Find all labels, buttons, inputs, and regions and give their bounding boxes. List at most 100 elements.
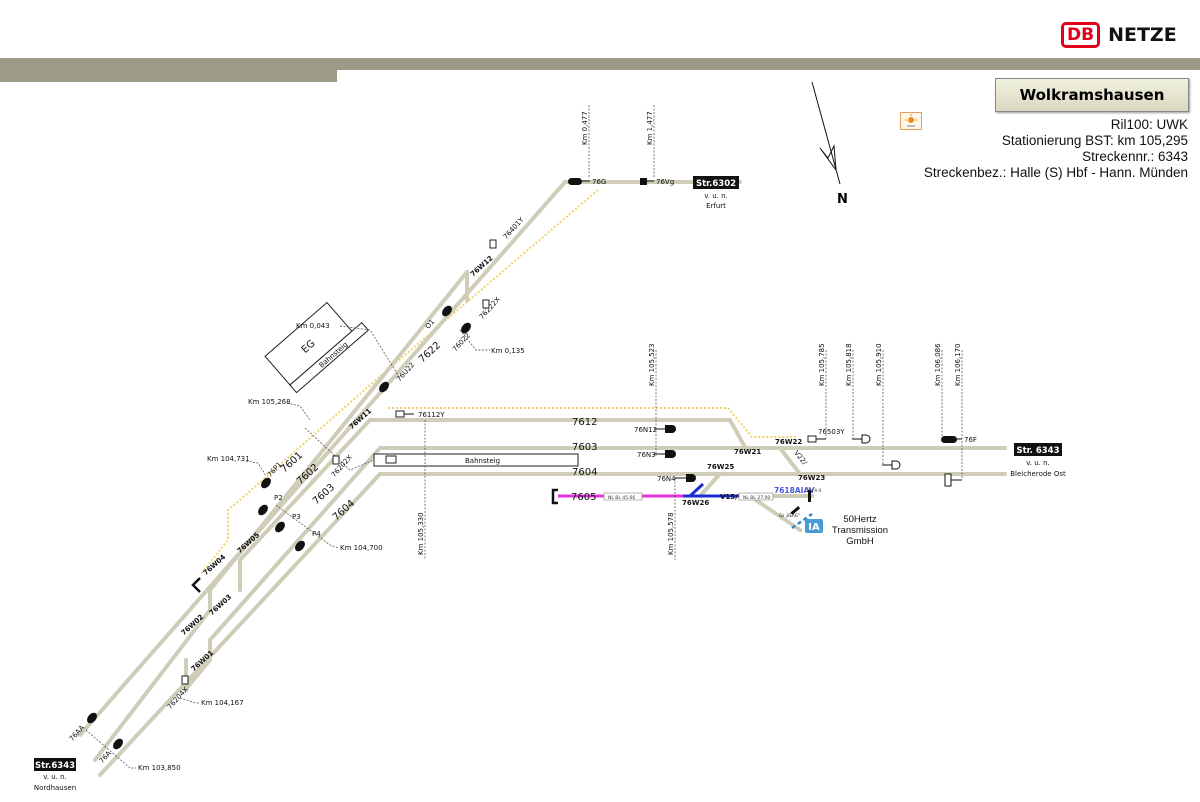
signal-icon (332, 455, 340, 465)
track-label: 7604 (572, 467, 597, 478)
signal-icon (442, 305, 452, 317)
station-info: Ril100: UWK Stationierung BST: km 105,29… (924, 117, 1188, 181)
streckennummer: Streckennr.: 6343 (1082, 149, 1188, 164)
signal-76g[interactable]: 76G (568, 178, 606, 186)
svg-text:Km 105,578: Km 105,578 (667, 512, 675, 555)
signal-76n12[interactable]: 76N12 (634, 425, 676, 434)
svg-text:Str.6302: Str.6302 (696, 179, 736, 189)
switch-v22 (778, 446, 802, 476)
switch-76w25 (698, 472, 722, 498)
north-arrow-icon: N (811, 81, 848, 207)
svg-text:v. u. n.: v. u. n. (43, 773, 67, 781)
company-label: GmbH (846, 536, 874, 547)
switch-label: 76W22 (775, 438, 802, 446)
nl-label-box (603, 492, 643, 501)
signal-icon (482, 299, 490, 309)
company-label: 50Hertz (843, 514, 877, 525)
underpass (304, 427, 375, 471)
signal-label: 76222X (478, 295, 502, 321)
sun-icon (900, 112, 922, 130)
header-bar (0, 58, 1200, 70)
signal-icon (944, 473, 962, 487)
km-markers: Km 0,477 Km 1,477 Km 105,523 Km 105,330 … (85, 105, 963, 772)
svg-text:Km 0,135: Km 0,135 (491, 347, 525, 355)
netze-logo-text: NETZE (1108, 24, 1177, 46)
siding-anschluss (748, 494, 802, 532)
track-7612 (368, 418, 747, 449)
signal-icon (489, 239, 497, 249)
streckenbezeichnung: Streckenbez.: Halle (S) Hbf - Hann. Münd… (923, 165, 1188, 180)
track-label: 7603 (572, 442, 597, 453)
track-7603-diag (183, 446, 382, 692)
svg-text:v. u. n.: v. u. n. (704, 192, 728, 200)
station-title: Wolkramshausen (995, 78, 1189, 112)
signal-icon (852, 434, 871, 444)
signal-icon (181, 675, 189, 685)
switch-label: V15/ (720, 493, 738, 501)
ia-badge-icon (805, 519, 823, 533)
signal-76vg[interactable]: 76Vg (640, 178, 674, 186)
signal-label: P3 (292, 513, 301, 521)
svg-text:v. u. n.: v. u. n. (1026, 459, 1050, 467)
nl-label-box (738, 492, 774, 501)
buffer-stop-icon (551, 488, 558, 505)
svg-text:76N4: 76N4 (657, 475, 676, 483)
svg-text:76503Y: 76503Y (818, 428, 845, 436)
switch-label: 76W23 (798, 474, 825, 482)
signal-76n3[interactable]: 76N3 (637, 450, 676, 459)
signal-76112y[interactable]: 76112Y (395, 410, 445, 419)
track-7602 (238, 418, 372, 592)
signal-76503y[interactable]: 76503Y (807, 428, 845, 443)
gs-label: Gs „VEAG" (779, 513, 800, 518)
svg-text:Km 104,700: Km 104,700 (340, 544, 383, 552)
ia-badge: IA (808, 522, 820, 533)
svg-text:Km 103,850: Km 103,850 (138, 764, 181, 772)
svg-text:Km 105,330: Km 105,330 (417, 512, 425, 555)
switch-label: 76W21 (734, 448, 761, 456)
svg-text:Km 0,043: Km 0,043 (296, 322, 330, 330)
signal-icon (379, 381, 389, 393)
signal-icon (461, 322, 471, 334)
svg-text:76N12: 76N12 (634, 426, 657, 434)
nl-label: NL BL 45.66 (608, 495, 635, 501)
svg-text:76N3: 76N3 (637, 451, 656, 459)
svg-text:Km 105,523: Km 105,523 (648, 343, 656, 386)
svg-text:Km 106,086: Km 106,086 (934, 343, 942, 386)
svg-text:Nordhausen: Nordhausen (34, 784, 76, 792)
catenary-line (388, 407, 796, 438)
svg-text:Km 105,268: Km 105,268 (248, 398, 291, 406)
signal-icon (295, 540, 305, 552)
track-label: 7612 (572, 417, 597, 428)
nl-label: NL BL 27.00 (743, 495, 770, 501)
track-label: 7605 (571, 492, 596, 503)
signal-label: 76022 (451, 331, 472, 353)
stationierung: Stationierung BST: km 105,295 (1001, 133, 1188, 148)
svg-text:76F: 76F (964, 436, 977, 444)
station-building: EG Bahnsteig (264, 301, 369, 394)
catenary-line (199, 189, 599, 576)
gate-icon (790, 506, 801, 515)
db-netze-logo: DB NETZE (1061, 22, 1177, 48)
db-logo-badge: DB (1061, 22, 1101, 48)
signal-icon (113, 738, 123, 750)
signal-icon (882, 460, 901, 470)
line-nordhausen: Str.6343 v. u. n. Nordhausen (34, 758, 76, 792)
signal-76n4[interactable]: 76N4 (657, 474, 696, 483)
track-7622 (93, 270, 469, 762)
platform-shelter (385, 455, 397, 464)
signal-icon (261, 477, 271, 489)
signal-icon (258, 504, 268, 516)
line-erfurt: Str.6302 v. u. n. Erfurt (693, 176, 739, 210)
switch-label: 76W26 (682, 499, 709, 507)
signal-76f[interactable]: 76F (941, 436, 977, 444)
svg-text:Bleicherode Ost: Bleicherode Ost (1010, 470, 1066, 478)
svg-text:Km 1,477: Km 1,477 (646, 111, 654, 145)
ril100-code: Ril100: UWK (1110, 117, 1188, 132)
signal-icon (275, 521, 285, 533)
company-label: Transmission (832, 525, 888, 536)
svg-text:Km 0,477: Km 0,477 (581, 111, 589, 145)
north-label: N (837, 192, 848, 207)
svg-text:76112Y: 76112Y (418, 411, 445, 419)
track-7601 (78, 180, 567, 737)
